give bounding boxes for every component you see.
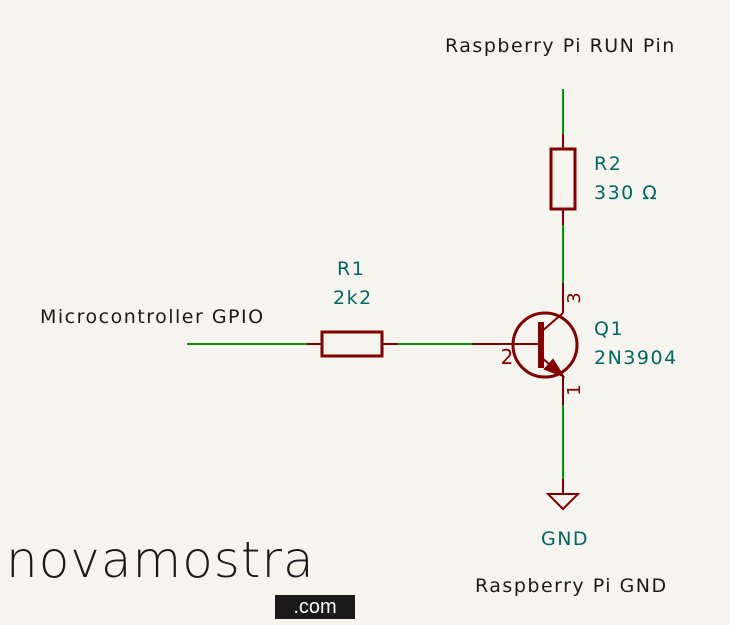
- logo-tld-badge: .com: [275, 595, 355, 619]
- q1-pin-3: 3: [564, 292, 585, 303]
- q1-value: 2N3904: [594, 347, 678, 369]
- run-pin-label: Raspberry Pi RUN Pin: [445, 35, 676, 57]
- rpi-gnd-label: Raspberry Pi GND: [475, 575, 668, 597]
- gnd-label: GND: [541, 528, 590, 550]
- q1-pin-1: 1: [564, 384, 585, 395]
- ground-symbol: [545, 479, 581, 511]
- q1-pin-2: 2: [501, 345, 514, 369]
- r2-reference: R2: [594, 153, 623, 175]
- resistor-r2: [549, 134, 577, 225]
- q1-reference: Q1: [594, 318, 625, 340]
- r1-value: 2k2: [333, 287, 373, 309]
- novamostra-logo: novamostra: [6, 531, 315, 589]
- resistor-r1: [307, 330, 398, 358]
- r2-value: 330 Ω: [594, 182, 659, 204]
- gpio-label: Microcontroller GPIO: [40, 306, 265, 328]
- r1-reference: R1: [337, 258, 366, 280]
- transistor-q1: [472, 283, 579, 405]
